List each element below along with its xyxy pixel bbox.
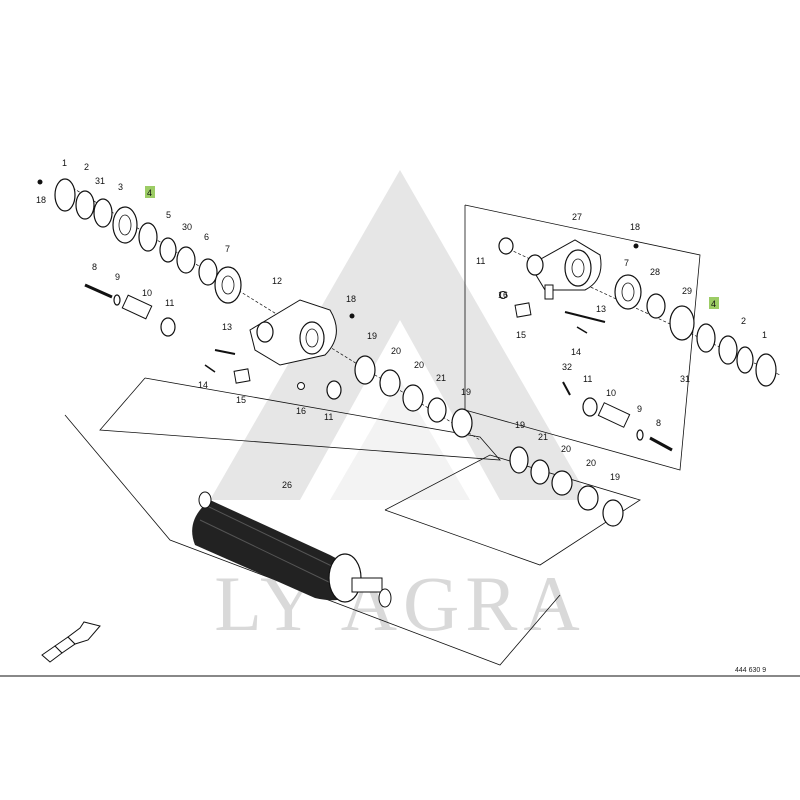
callout-12: 12 — [272, 276, 282, 286]
right-parts — [498, 237, 777, 527]
direction-arrow-icon — [41, 621, 101, 663]
callout-1b: 1 — [762, 330, 767, 340]
callout-14b: 14 — [571, 347, 581, 357]
callout-26: 26 — [282, 480, 292, 490]
callout-11: 11 — [165, 298, 174, 308]
watermark-logo: LY AGRA — [210, 170, 590, 647]
callout-2b: 2 — [741, 316, 746, 326]
right-plane — [464, 204, 701, 471]
callout-19d: 19 — [610, 472, 620, 482]
callout-18: 18 — [36, 195, 46, 205]
callout-19c: 19 — [515, 420, 525, 430]
callout-6: 6 — [204, 232, 209, 242]
callout-9b: 9 — [637, 404, 642, 414]
callout-19: 19 — [367, 331, 377, 341]
callout-4b: 4 — [711, 299, 716, 309]
callout-7b: 7 — [624, 258, 629, 268]
callout-31b: 31 — [680, 374, 690, 384]
callout-16b: 16 — [498, 290, 508, 300]
roller-plane — [64, 414, 561, 666]
callout-10: 10 — [142, 288, 152, 298]
roller-26 — [192, 491, 392, 608]
callout-15: 15 — [236, 395, 246, 405]
callout-11d: 11 — [583, 374, 592, 384]
callout-15b: 15 — [516, 330, 526, 340]
callout-7: 7 — [225, 244, 230, 254]
callout-27: 27 — [572, 212, 582, 222]
callout-8: 8 — [92, 262, 97, 272]
callout-8b: 8 — [656, 418, 661, 428]
callout-14: 14 — [198, 380, 208, 390]
callout-21b: 21 — [538, 432, 548, 442]
callout-9: 9 — [115, 272, 120, 282]
highlight-box-4 — [145, 186, 155, 198]
callout-20d: 20 — [586, 458, 596, 468]
callout-21: 21 — [436, 373, 446, 383]
left-parts — [37, 178, 473, 438]
callout-3: 3 — [118, 182, 123, 192]
callout-32: 32 — [562, 362, 572, 372]
callout-11c: 11 — [476, 256, 485, 266]
callout-31: 31 — [95, 176, 105, 186]
callout-13b: 13 — [596, 304, 606, 314]
highlight-box-4b — [709, 297, 719, 309]
callout-5: 5 — [166, 210, 171, 220]
callout-18b: 18 — [346, 294, 356, 304]
callout-30: 30 — [182, 222, 192, 232]
callout-20b: 20 — [414, 360, 424, 370]
callout-1: 1 — [62, 158, 67, 168]
callout-20: 20 — [391, 346, 401, 356]
right-lower-plane — [384, 454, 641, 566]
reference-number: 444 630 9 — [735, 667, 766, 674]
callout-4: 4 — [147, 188, 152, 198]
callout-29: 29 — [682, 286, 692, 296]
callout-13: 13 — [222, 322, 232, 332]
callout-28: 28 — [650, 267, 660, 277]
left-plane — [99, 377, 501, 461]
callout-19b: 19 — [461, 387, 471, 397]
callout-10b: 10 — [606, 388, 616, 398]
callout-2: 2 — [84, 162, 89, 172]
callout-18c: 18 — [630, 222, 640, 232]
callout-11b: 11 — [324, 412, 333, 422]
callout-labels: 1 2 31 3 4 18 5 30 6 7 8 9 10 11 12 18 1… — [36, 158, 767, 490]
callout-16: 16 — [296, 406, 306, 416]
callout-20c: 20 — [561, 444, 571, 454]
